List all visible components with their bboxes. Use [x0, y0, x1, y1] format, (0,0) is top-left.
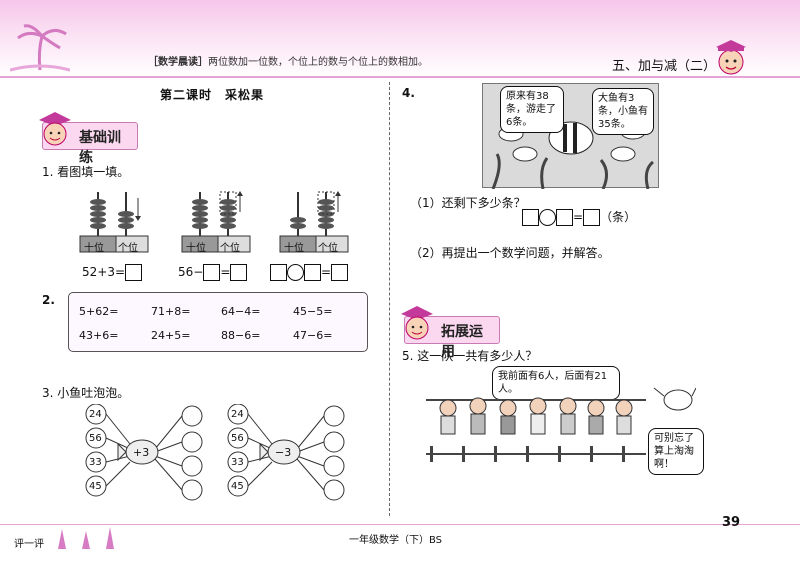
abacus-1 [79, 192, 149, 253]
q1-label: 1. 看图填一填。 [42, 165, 130, 179]
q2-r2-c2: 24+5= [151, 329, 191, 342]
taotao-speech-bubble: 可别忘了算上淘淘啊！ [648, 428, 704, 475]
q1-eq2: 56− = [178, 264, 248, 281]
q3-left-num-1: 24 [89, 409, 102, 420]
q1-eq1-text: 52+3= [82, 265, 126, 279]
q1-eq1: 52+3= [82, 264, 143, 281]
abacus-1-tens: 十位 [84, 243, 104, 254]
answer-box[interactable] [203, 264, 221, 281]
column-divider [389, 82, 390, 516]
q2-r1-c4: 45−5= [293, 305, 333, 318]
answer-box[interactable] [556, 209, 573, 226]
header-banner [0, 0, 800, 78]
q4-sub2: （2）再提出一个数学问题，并解答。 [410, 246, 610, 260]
kid-mascot-icon [39, 112, 71, 146]
lesson-title: 第二课时 采松果 [160, 88, 265, 102]
q4-label: 4. [402, 86, 415, 100]
page-number: 39 [722, 515, 741, 530]
q2-r1-c1: 5+62= [79, 305, 119, 318]
evaluate-label: 评一评 [14, 539, 44, 550]
header-tip: ［数学晨读］两位数加一位数，个位上的数与个位上的数相加。 [148, 53, 428, 68]
q4-unit: （条） [600, 210, 637, 224]
answer-box[interactable] [230, 264, 248, 281]
q3-left-num-2: 56 [89, 433, 102, 444]
q1-eq2-text: 56− [178, 265, 204, 279]
answer-box[interactable] [331, 264, 349, 281]
q1-eq3: = [270, 264, 349, 281]
tip-tag: ［数学晨读］ [148, 57, 208, 68]
q3-right-num-2: 56 [231, 433, 244, 444]
section-extend-label: 拓展运用 [441, 324, 483, 360]
q1-eq3-equals: = [321, 265, 332, 279]
q3-left-num-4: 45 [89, 481, 102, 492]
queue-speech-bubble: 我前面有6人，后面有21人。 [492, 366, 620, 400]
unit-title: 五、加与减（二） [612, 59, 717, 74]
q3-right-num-3: 33 [231, 457, 244, 468]
q1-eq2-equals: = [220, 265, 231, 279]
section-basic-label: 基础训练 [79, 130, 121, 166]
q2-r2-c1: 43+6= [79, 329, 119, 342]
answer-box[interactable] [125, 264, 143, 281]
q2-r1-c3: 64−4= [221, 305, 261, 318]
answer-box[interactable] [583, 209, 601, 226]
abacus-1-ones: 个位 [118, 243, 138, 254]
answer-box[interactable] [304, 264, 321, 281]
abacus-3 [279, 191, 349, 253]
speech-bubble-1: 原来有38条，游走了6条。 [500, 86, 564, 133]
queue-illustration [426, 387, 696, 462]
footer-rule [0, 524, 800, 525]
q3-left-op: +3 [133, 446, 150, 459]
q3-right-num-1: 24 [231, 409, 244, 420]
q2-r2-c4: 47−6= [293, 329, 333, 342]
speech-bubble-2: 大鱼有3条，小鱼有35条。 [592, 88, 654, 135]
fish-bubbles-left [85, 404, 203, 501]
tip-text: 两位数加一位数，个位上的数与个位上的数相加。 [208, 57, 428, 68]
q4-sub1: （1）还剩下多少条？ [410, 196, 526, 210]
q3-left-num-3: 33 [89, 457, 102, 468]
q3-right-num-4: 45 [231, 481, 244, 492]
q2-r1-c2: 71+8= [151, 305, 191, 318]
q2-grid: 5+62= 71+8= 64−4= 45−5= 43+6= 24+5= 88−6… [68, 292, 368, 352]
book-title: 一年级数学（下）BS [349, 535, 443, 546]
cartoon-kid-icon [716, 40, 746, 75]
header-rule [0, 76, 800, 78]
q3-label: 3. 小鱼吐泡泡。 [42, 386, 130, 400]
abacus-3-ones: 个位 [318, 243, 338, 254]
abacus-2 [181, 191, 251, 253]
q4-eq: =（条） [522, 208, 636, 226]
answer-box[interactable] [522, 209, 539, 226]
q2-label: 2. [42, 293, 55, 307]
kid-mascot-icon [401, 306, 433, 340]
palm-tree-icon [10, 24, 70, 72]
operator-circle[interactable] [287, 264, 304, 281]
abacus-2-ones: 个位 [220, 243, 240, 254]
rating-icons[interactable] [52, 525, 132, 551]
q5-label: 5. 这一队一共有多少人？ [402, 349, 538, 363]
q2-r2-c3: 88−6= [221, 329, 261, 342]
abacus-3-tens: 十位 [284, 243, 304, 254]
q3-right-op: −3 [275, 446, 292, 459]
abacus-2-tens: 十位 [186, 243, 206, 254]
fish-bubbles-right [227, 404, 345, 501]
answer-box[interactable] [270, 264, 287, 281]
operator-circle[interactable] [539, 209, 556, 226]
